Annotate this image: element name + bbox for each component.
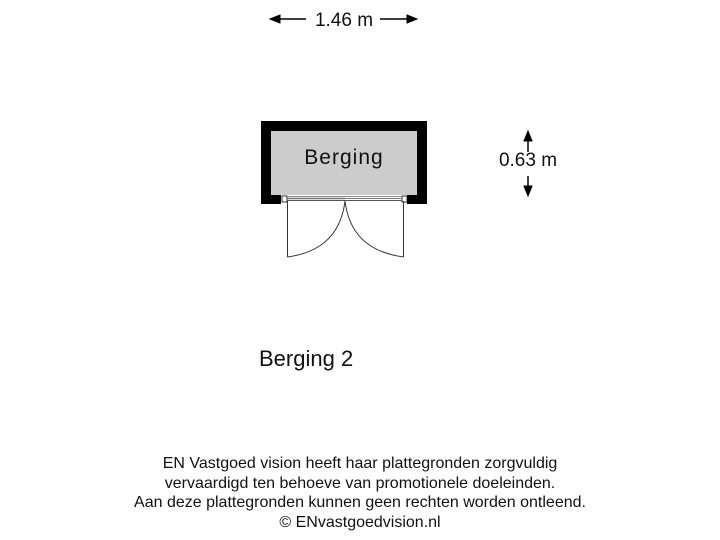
- disclaimer-line: Aan deze plattegronden kunnen geen recht…: [134, 494, 586, 511]
- floor-title: Berging 2: [259, 346, 354, 371]
- width-dimension-arrows: [268, 14, 419, 24]
- depth-dimension-label: 0.63 m: [498, 150, 558, 171]
- disclaimer-line: vervaardigd ten behoeve van promotionele…: [164, 474, 556, 492]
- disclaimer-line: EN Vastgoed vision heeft haar plattegron…: [162, 455, 558, 472]
- room-berging-walls: [261, 121, 427, 204]
- double-door: [287, 200, 404, 258]
- width-dimension-label: 1.46 m: [314, 10, 374, 31]
- width-dimension: 1.46 m: [268, 8, 420, 32]
- depth-dimension: 0.63 m: [492, 130, 564, 198]
- copyright-line: © ENvastgoedvision.nl: [279, 513, 441, 531]
- disclaimer: EN Vastgoed vision heeft haar plattegron…: [0, 454, 720, 532]
- depth-dimension-arrows: [523, 129, 533, 198]
- room-label-berging: Berging: [304, 146, 384, 169]
